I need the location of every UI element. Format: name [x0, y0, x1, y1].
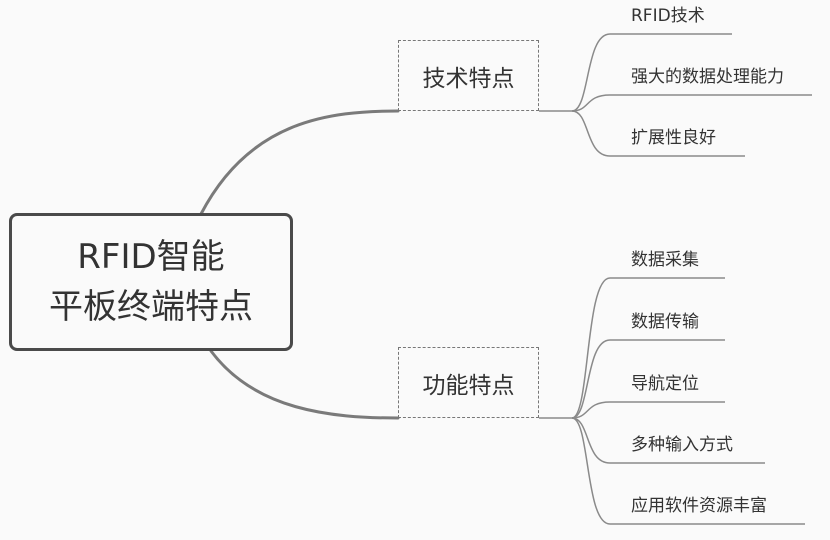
- leaf-connector-6: [571, 401, 725, 419]
- leaf-connector-1: [571, 33, 732, 112]
- root-title-line1: RFID智能: [77, 237, 225, 277]
- root-title-line2: 平板终端特点: [49, 287, 253, 327]
- leaf-connector-4: [571, 277, 725, 419]
- leaf-connector-7: [571, 417, 765, 464]
- leaf-connector-8: [571, 417, 805, 525]
- leaf-scalability[interactable]: 扩展性良好: [631, 128, 716, 148]
- branch-tech-features[interactable]: 技术特点: [398, 40, 539, 111]
- leaf-rfid-tech[interactable]: RFID技术: [631, 6, 705, 26]
- leaf-connector-2: [571, 94, 812, 112]
- leaf-data-processing[interactable]: 强大的数据处理能力: [631, 67, 784, 87]
- branch-label: 功能特点: [422, 372, 515, 399]
- leaf-input-methods[interactable]: 多种输入方式: [631, 435, 733, 455]
- leaf-data-transfer[interactable]: 数据传输: [631, 312, 699, 332]
- root-to-tech-connector: [199, 109, 400, 216]
- root-node[interactable]: RFID智能 平板终端特点: [9, 213, 293, 351]
- branch-label: 技术特点: [422, 65, 515, 92]
- root-to-func-connector: [209, 349, 400, 420]
- leaf-app-resources[interactable]: 应用软件资源丰富: [631, 496, 767, 516]
- leaf-connector-3: [571, 110, 745, 157]
- leaf-connector-5: [571, 339, 725, 419]
- leaf-data-collection[interactable]: 数据采集: [631, 250, 699, 270]
- leaf-navigation[interactable]: 导航定位: [631, 374, 699, 394]
- branch-function-features[interactable]: 功能特点: [398, 347, 539, 418]
